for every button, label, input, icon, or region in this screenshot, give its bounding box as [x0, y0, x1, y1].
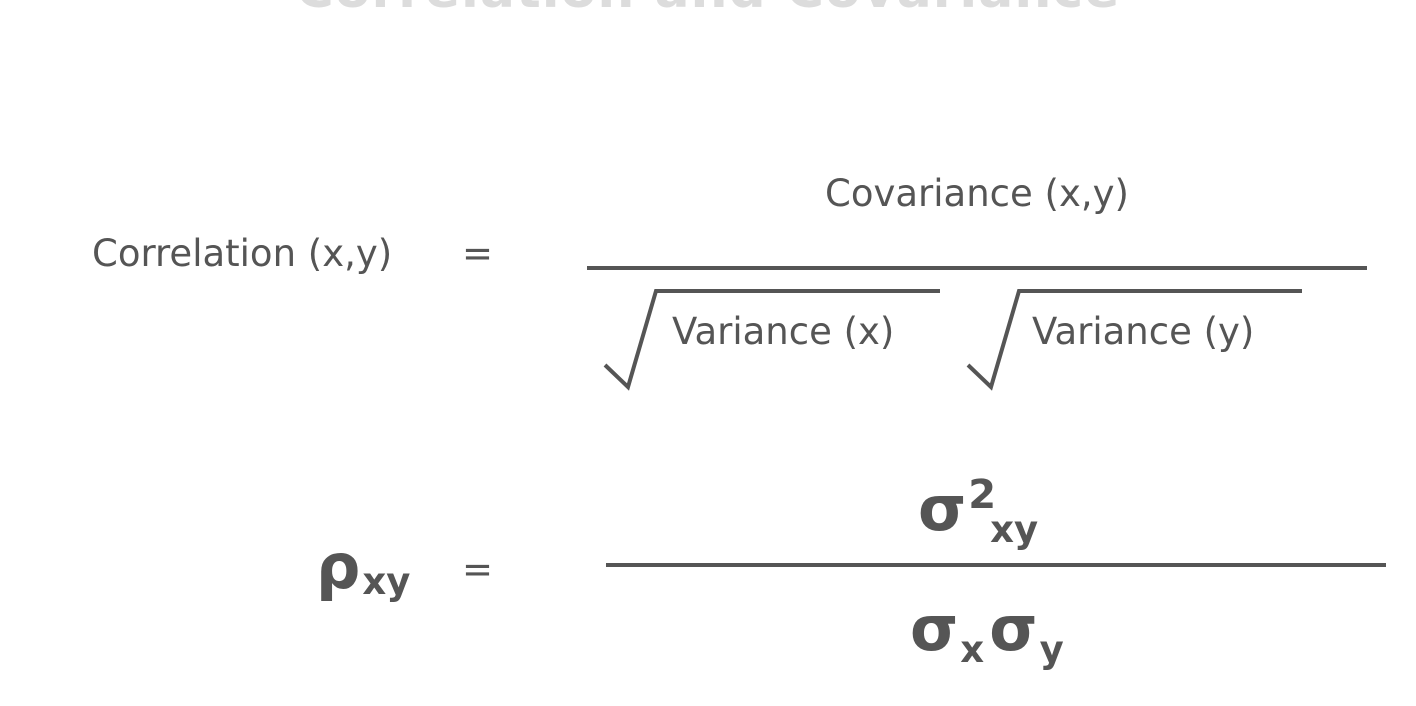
rho-xy: ρxy [316, 530, 410, 603]
square-root-signs [603, 289, 1302, 391]
slide-title: Correlation and Covariance [0, 0, 1416, 20]
correlation-label: Correlation (x,y) [92, 232, 393, 275]
variance-y: Variance (y) [1032, 310, 1255, 353]
subscript-xy: xy [990, 508, 1039, 551]
fraction-bar [606, 563, 1386, 567]
variance-x: Variance (x) [672, 310, 895, 353]
sigma-x-sigma-y: σx σy [910, 592, 1064, 671]
covariance-numerator: Covariance (x,y) [825, 172, 1129, 215]
subscript-x: x [960, 628, 985, 671]
sigma-symbol: σ [989, 592, 1038, 665]
square-root-icon [603, 289, 940, 391]
fraction-bar [587, 266, 1367, 270]
rho-symbol: ρ [316, 530, 361, 603]
equals-sign: = [462, 548, 494, 591]
sigma-symbol: σ [918, 472, 967, 545]
equals-sign: = [462, 232, 494, 275]
sigma-squared-xy: σ2xy [918, 472, 1038, 551]
superscript-two: 2 [968, 472, 997, 518]
rho-subscript: xy [362, 560, 411, 603]
subscript-y: y [1039, 628, 1064, 671]
sigma-symbol: σ [910, 592, 959, 665]
square-root-icon [966, 289, 1302, 391]
